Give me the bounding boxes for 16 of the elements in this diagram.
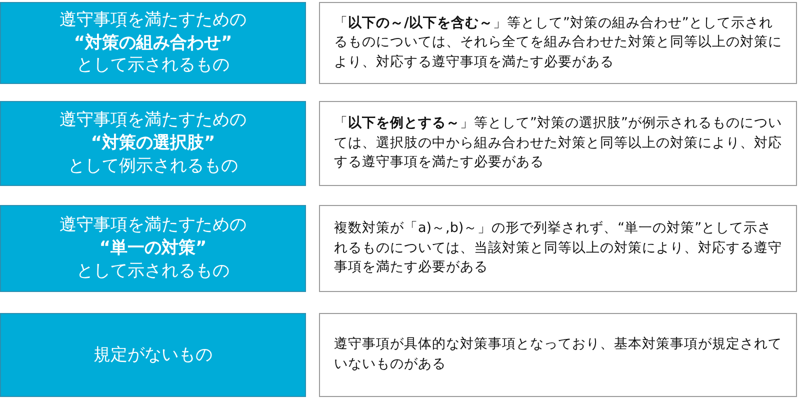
category-box bbox=[0, 313, 306, 397]
category-box bbox=[0, 205, 306, 292]
category-box bbox=[0, 2, 306, 84]
description-box bbox=[319, 313, 797, 397]
description-text: 「以下の～/以下を含む～」等として”対策の組み合わせ”として示されるものについては、それら全てを組み合わせた対策と同等以上の対策により、対応する遵守事項を満たす必要がある bbox=[334, 14, 783, 72]
description-text: 遵守事項が具体的な対策事項となっており、基本対策事項が規定されていないものがある bbox=[334, 335, 783, 374]
category-label: 遵守事項を満たすための“単一の対策”として示されるもの bbox=[60, 214, 246, 283]
category-box bbox=[0, 101, 306, 186]
description-text: 複数対策が「a)～,b)～」の形で列挙されず、“単一の対策”として示されるものについては、当該対策と同等以上の対策により、対応する遵守事項を満たす必要がある bbox=[334, 219, 783, 278]
category-label: 遵守事項を満たすための“対策の組み合わせ”として示されるもの bbox=[60, 8, 246, 78]
description-box bbox=[319, 205, 797, 292]
category-label: 規定がないもの bbox=[94, 344, 212, 366]
description-box bbox=[319, 2, 797, 84]
category-label: 遵守事項を満たすための“対策の選択肢”として例示されるもの bbox=[60, 109, 246, 178]
description-box bbox=[319, 101, 797, 186]
description-text: 「以下を例とする～」等として”対策の選択肢”が例示されるものについては、選択肢の中から組み合わせた対策と同等以上の対策により、対応する遵守事項を満たす必要がある bbox=[334, 114, 783, 172]
